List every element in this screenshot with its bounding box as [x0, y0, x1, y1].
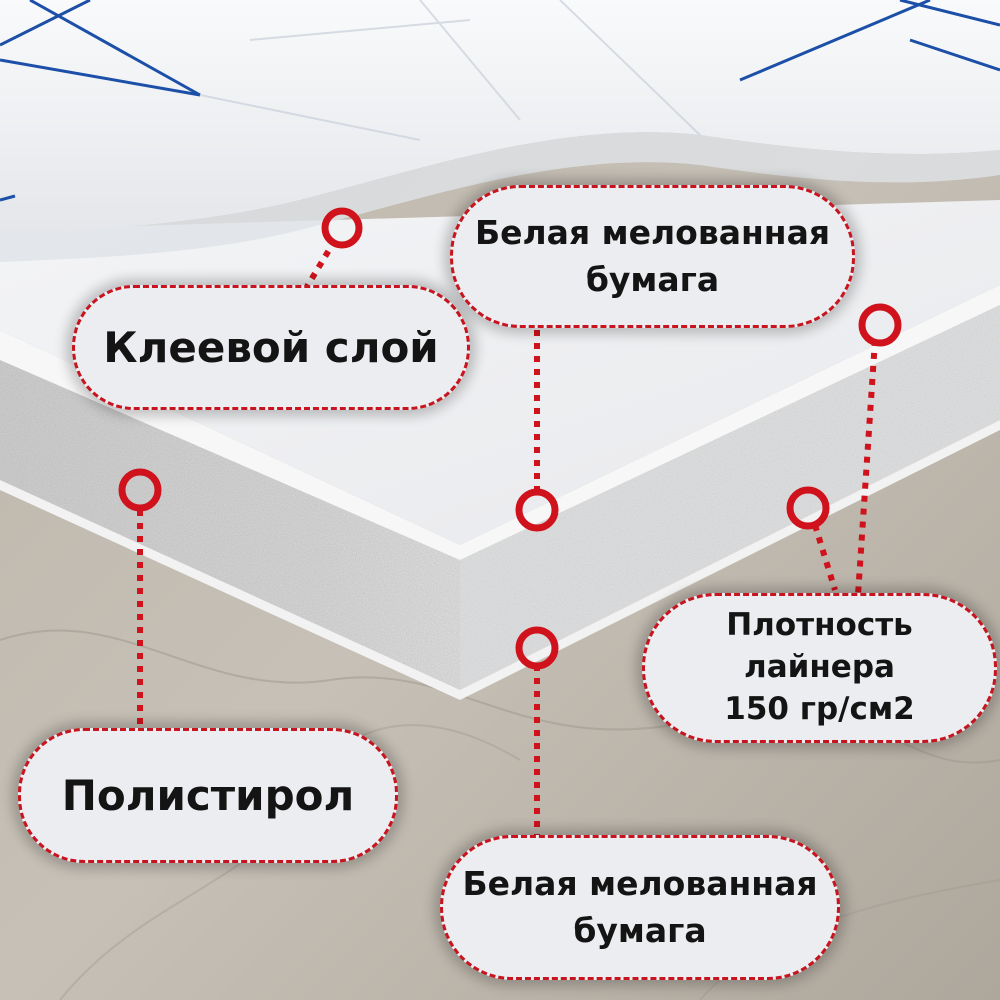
marker-bottom-paper	[515, 626, 559, 670]
marker-adhesive	[321, 207, 363, 249]
release-liner	[0, 0, 1000, 235]
liner-grid-lines	[0, 0, 1000, 202]
marker-top-paper	[515, 488, 559, 532]
label-coated-paper-bottom: Белая мелованная бумага	[440, 835, 840, 980]
marker-density	[786, 486, 830, 530]
marker-liner	[858, 303, 902, 347]
connector-lines	[137, 238, 878, 835]
marker-circles	[118, 207, 902, 670]
marker-polystyrene	[118, 468, 162, 512]
label-polystyrene: Полистирол	[18, 728, 398, 863]
label-coated-paper-top: Белая мелованная бумага	[450, 185, 855, 328]
label-adhesive-layer: Клеевой слой	[72, 285, 470, 410]
label-liner-density: Плотность лайнера 150 гр/см2	[642, 593, 997, 743]
